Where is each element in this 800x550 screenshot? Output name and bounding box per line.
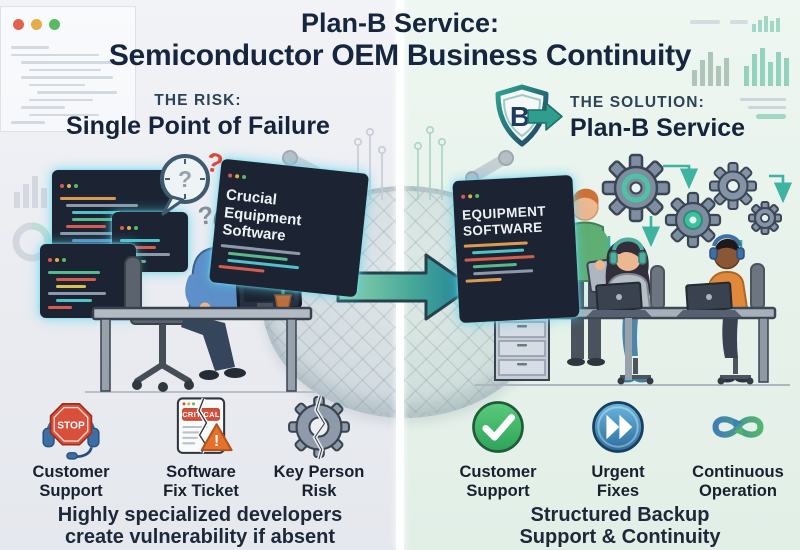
infinity-loop-icon <box>712 416 764 438</box>
solution-heading-block: THE SOLUTION: Plan-B Service <box>570 94 790 143</box>
traffic-light-dots-icon <box>13 17 67 35</box>
crucial-screen-title: Crucial Equipment Software <box>221 186 303 246</box>
window-dots-icon <box>60 175 81 192</box>
title-line-1: Plan-B Service: <box>300 8 500 38</box>
gears-workflow-icon <box>601 153 793 268</box>
risk-heading: Single Point of Failure <box>66 112 330 140</box>
transition-arrow-icon <box>336 253 474 321</box>
crucial-equipment-software-screen: Crucial Equipment Software <box>208 158 370 298</box>
fast-forward-icon <box>592 401 644 453</box>
window-dots-icon <box>227 164 251 183</box>
title-line-2: Semiconductor OEM Business Continuity <box>108 38 692 72</box>
window-dots-icon <box>120 217 141 234</box>
solution-kicker: THE SOLUTION: <box>570 94 705 111</box>
cracked-gear-icon <box>288 395 350 460</box>
plan-b-shield-icon: B <box>495 84 563 147</box>
dashboard-chart-decoration <box>690 16 789 119</box>
clock-question-icon: ? <box>160 154 210 216</box>
warning-exclamation: ! <box>214 433 219 450</box>
window-dots-icon <box>48 249 69 266</box>
equipment-screen-title: EQUIPMENT SOFTWARE <box>461 203 547 239</box>
faint-code-lines <box>11 41 129 124</box>
headset-stop-icon: STOP <box>42 403 100 460</box>
window-dots-icon <box>461 185 483 203</box>
clock-question-glyph: ? <box>178 166 192 192</box>
code-window-decoration <box>0 6 136 132</box>
stats-decoration <box>12 176 52 262</box>
page-title: Plan-B Service: Semiconductor OEM Busine… <box>0 8 800 73</box>
equipment-software-screen: EQUIPMENT SOFTWARE <box>452 174 580 324</box>
risk-kicker: THE RISK: <box>154 92 242 109</box>
critical-ticket-icon: CRITICAL ! <box>176 397 233 454</box>
question-mark: ? <box>196 201 215 231</box>
shield-letter: B <box>510 101 530 132</box>
risk-heading-block: THE RISK: Single Point of Failure <box>20 92 376 141</box>
code-window <box>40 244 136 318</box>
circuit-trace-right <box>413 126 447 200</box>
check-circle-icon <box>472 401 524 453</box>
solution-heading: Plan-B Service <box>570 114 746 142</box>
stop-text: STOP <box>57 420 85 431</box>
